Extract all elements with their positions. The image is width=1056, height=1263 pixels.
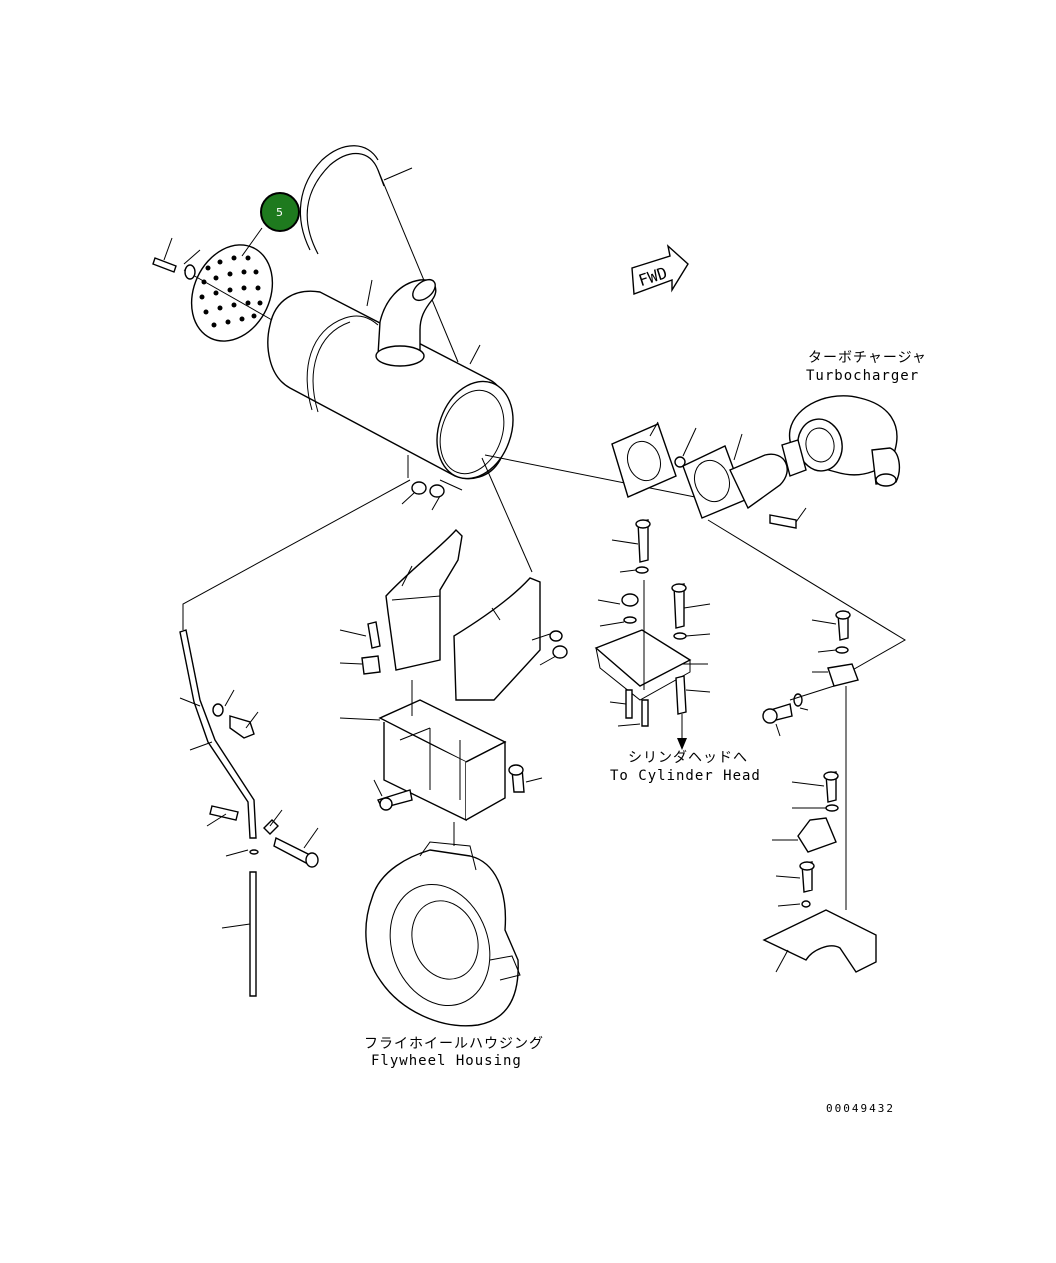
left-support-strut	[179, 629, 319, 997]
turbocharger-label-jp: ターボチャージャ	[808, 350, 927, 366]
flywheel-label-en: Flywheel Housing	[371, 1053, 522, 1069]
cylinder-head-bracket	[594, 519, 711, 750]
assembly-leaders	[182, 454, 906, 681]
callout-number: 5	[276, 206, 283, 219]
exhaust-adapter	[682, 433, 807, 529]
gasket-nut	[674, 427, 697, 468]
cylinder-head-label-en: To Cylinder Head	[610, 768, 761, 784]
flywheel-label-jp: フライホイールハウジング	[364, 1036, 544, 1052]
callout-circle	[260, 192, 300, 232]
muffler-flange-plate	[152, 237, 274, 342]
muffler-nuts	[401, 455, 463, 511]
forward-arrow: FWD	[631, 244, 689, 295]
callout-5[interactable]: 5	[241, 192, 300, 257]
tail-pipe	[299, 145, 459, 363]
exhaust-gasket	[611, 421, 677, 498]
center-brackets	[339, 528, 568, 701]
cylinder-head-label-jp: シリンダヘッドへ	[628, 750, 748, 766]
right-support-stack	[762, 610, 877, 973]
flywheel-housing	[365, 841, 521, 1027]
document-number: 00049432	[826, 1102, 895, 1115]
mounting-frame	[339, 680, 543, 846]
turbocharger	[781, 395, 901, 487]
turbocharger-label-en: Turbocharger	[806, 368, 919, 384]
muffler	[267, 278, 514, 480]
